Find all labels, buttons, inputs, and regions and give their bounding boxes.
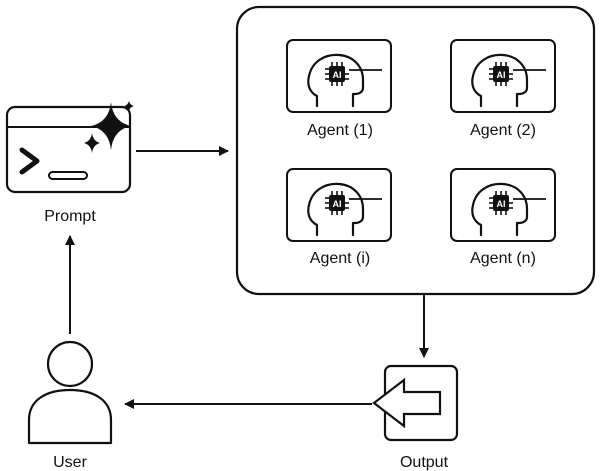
- output-arrow-icon: [372, 377, 442, 429]
- chip-text: AI: [333, 199, 342, 209]
- agent-label-2: Agent (2): [470, 122, 536, 139]
- user-icon: [27, 340, 113, 445]
- agent-label-n: Agent (n): [470, 250, 536, 267]
- prompt-label: Prompt: [44, 208, 96, 225]
- user-label: User: [53, 454, 87, 471]
- agent-node-i: AI Agent (i): [285, 167, 393, 267]
- sparkle-icon: [84, 101, 134, 153]
- output-node: Output: [372, 364, 459, 471]
- chip-text: AI: [333, 70, 342, 80]
- prompt-node: Prompt: [5, 101, 134, 225]
- agent-label-1: Agent (1): [307, 122, 373, 139]
- user-node: User: [27, 340, 113, 471]
- agent-label-i: Agent (i): [310, 250, 370, 267]
- agent-node-1: AI Agent (1): [285, 38, 393, 139]
- agent-node-n: AI Agent (n): [449, 167, 557, 267]
- agent-node-2: AI Agent (2): [449, 38, 557, 139]
- output-label: Output: [400, 454, 449, 471]
- chip-text: AI: [497, 199, 506, 209]
- chip-text: AI: [497, 70, 506, 80]
